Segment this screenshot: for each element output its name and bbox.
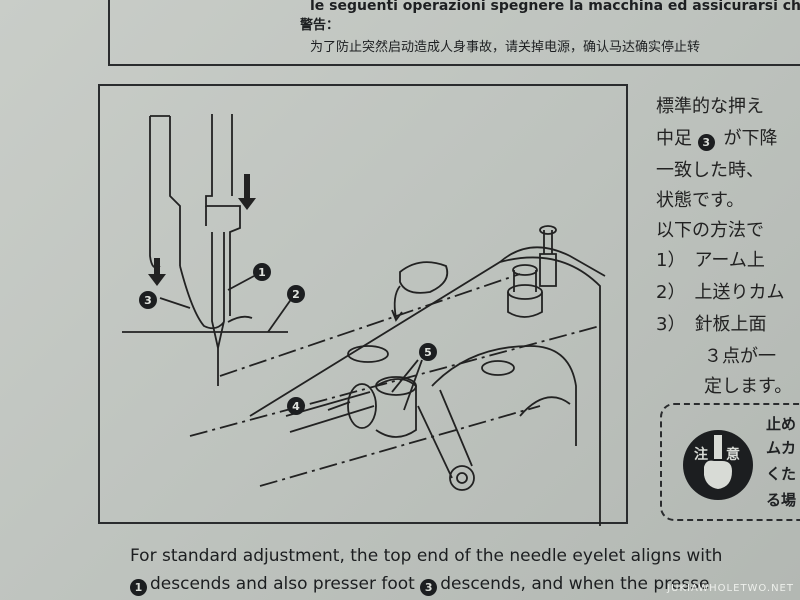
jp-line-2-rest: が下降 (723, 128, 778, 149)
english-line-2-a: descends and also presser foot (150, 574, 415, 594)
jp-line-3: 一致した時、 (656, 160, 764, 181)
callout-2: 2 (292, 288, 300, 301)
illustration-drawing: 1 2 3 4 5 (122, 114, 606, 526)
english-line-2-b: descends, and when the presse (440, 574, 710, 594)
callout-5: 5 (424, 346, 432, 359)
caution-box: 注 意 止め ムカ くた る場 (660, 403, 800, 521)
callout-4: 4 (292, 400, 300, 413)
caution-char-left: 注 (694, 446, 708, 463)
jp-line-7: 2） 上送りカム (656, 282, 785, 303)
jp-line-2-text: 中足 (656, 128, 692, 149)
caution-line-1: 止め (766, 415, 797, 433)
jp-line-4: 状態です。 (656, 190, 745, 211)
caution-line-2: ムカ (766, 439, 797, 457)
warning-chinese-text: 为了防止突然启动造成人身事故，请关掉电源，确认马达确实停止转 (310, 40, 701, 55)
jp-line-10: 定します。 (704, 376, 793, 397)
jp-line-8: 3） 針板上面 (656, 314, 767, 335)
jp-line-9: ３点が一 (704, 346, 776, 367)
jp-line-2: 中足 3 が下降 (656, 124, 777, 151)
warning-box: le seguenti operazioni spegnere la macch… (108, 0, 800, 66)
callout-1: 1 (258, 266, 266, 279)
caution-line-4: る場 (766, 491, 797, 509)
callout-3: 3 (144, 294, 152, 307)
caution-line-3: くた (766, 465, 797, 483)
warning-label: 警告： (300, 18, 340, 33)
jp-line-5: 以下の方法で (656, 220, 764, 241)
jp-line-6: 1） アーム上 (656, 250, 765, 271)
jp-line-1: 標準的な押え (656, 96, 764, 117)
warning-italian-text: le seguenti operazioni spegnere la macch… (310, 0, 800, 14)
caution-hand-icon: 注 意 (683, 430, 753, 500)
jp-callout-3: 3 (697, 134, 715, 151)
mechanism-illustration: 1 2 3 4 5 (98, 84, 628, 526)
callout-markers (139, 263, 437, 415)
en-callout-3: 3 (420, 579, 438, 596)
watermark-text: JUKIAWHOLETWO.NET (667, 583, 794, 594)
english-line-1: For standard adjustment, the top end of … (130, 546, 723, 566)
caution-char-right: 意 (726, 446, 740, 463)
en-callout-1: 1 (130, 579, 147, 596)
